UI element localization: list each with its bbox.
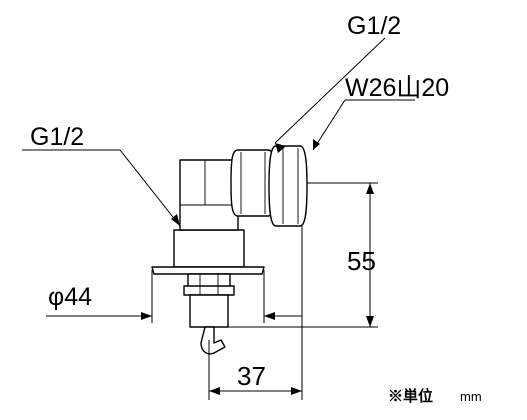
arrow-leader-w26 [313,139,320,150]
elbow-body [179,159,239,231]
part-outline [151,145,308,355]
arrowheads [141,139,374,395]
label-g12-outlet: G1/2 [347,12,401,40]
arrow-37-right [291,387,302,395]
unit-note: ※単位 [388,387,433,405]
label-width-37: 37 [237,361,266,391]
lever-handle [200,326,226,355]
arrow-leader-g12-inlet [171,214,180,226]
thread-ring [183,285,235,296]
label-w26: W26山20 [345,74,449,102]
unit-value: mm [460,389,482,404]
spigot-tail [189,294,229,328]
arrow-phi-right [264,312,275,320]
labels: G1/2 W26山20 G1/2 φ44 55 37 ※単位 mm [30,12,482,405]
hose-connector [268,145,308,227]
leader-g12-outlet [274,37,386,144]
arrow-leader-g12-outlet [275,143,286,153]
arrow-phi-left [141,312,152,320]
label-phi44: φ44 [48,283,92,311]
lower-body-block [173,229,245,268]
label-g12-inlet: G1/2 [30,123,84,151]
flange [151,266,265,275]
label-height-55: 55 [347,246,376,276]
arrow-55-top [366,183,374,194]
arrow-37-left [209,387,220,395]
arrow-55-bottom [366,316,374,327]
